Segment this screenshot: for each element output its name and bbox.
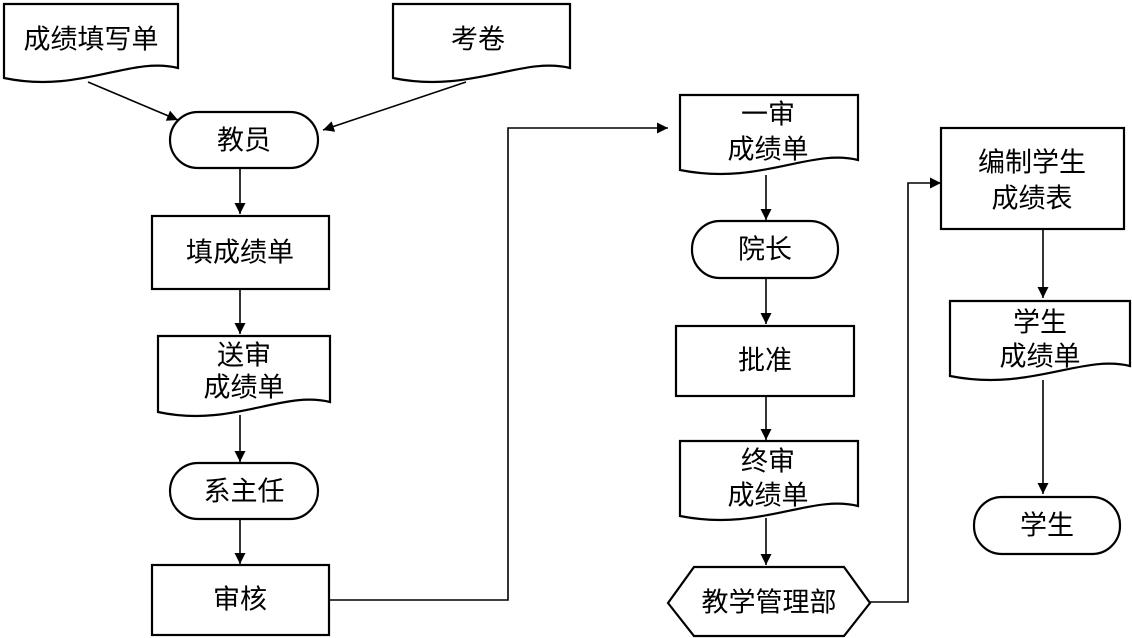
node-label-line-2: 成绩单 xyxy=(728,135,809,166)
terminator-shape xyxy=(168,461,320,521)
node-teacher: 教员 xyxy=(168,110,320,170)
edge-review-to-first-review-form xyxy=(330,122,668,601)
terminator-shape xyxy=(168,110,320,170)
node-label-line-1: 送审 xyxy=(217,341,271,372)
process-shape xyxy=(939,126,1126,231)
node-fill-form: 填成绩单 xyxy=(150,214,331,291)
document-shape xyxy=(678,93,860,175)
node-student-form: 学生 成绩单 xyxy=(948,299,1132,381)
edge-exam-paper-to-teacher xyxy=(322,81,467,132)
document-shape xyxy=(156,334,332,417)
node-score-form: 成绩填写单 xyxy=(2,2,180,83)
node-label-line-1: 终审 xyxy=(741,447,795,478)
node-label-line-2: 成绩单 xyxy=(204,373,285,404)
node-teaching-dept: 教学管理部 xyxy=(666,565,872,638)
node-label: 考卷 xyxy=(451,25,505,56)
terminator-shape xyxy=(972,495,1122,556)
node-label-line-1: 一审 xyxy=(741,100,795,131)
process-shape xyxy=(150,214,331,291)
node-label: 学生 xyxy=(1020,511,1074,542)
node-label-line-2: 成绩单 xyxy=(1000,342,1081,373)
node-final-review-form: 终审 成绩单 xyxy=(678,439,860,521)
edges xyxy=(87,81,1049,603)
process-shape xyxy=(150,563,331,637)
node-approve: 批准 xyxy=(674,324,856,398)
document-shape xyxy=(391,2,572,83)
node-exam-paper: 考卷 xyxy=(391,2,572,83)
node-label: 院长 xyxy=(738,235,792,266)
node-label-line-2: 成绩表 xyxy=(992,184,1073,215)
node-first-review-form: 一审 成绩单 xyxy=(678,93,860,175)
node-label: 批准 xyxy=(738,346,792,377)
document-shape xyxy=(2,2,180,83)
node-label: 填成绩单 xyxy=(186,238,294,269)
edge-score-form-to-teacher xyxy=(87,81,179,121)
node-label: 成绩填写单 xyxy=(24,25,159,56)
node-dean: 院长 xyxy=(690,219,840,280)
node-label: 教员 xyxy=(217,126,271,157)
node-label-line-1: 编制学生 xyxy=(978,148,1086,179)
node-label: 审核 xyxy=(213,585,267,616)
hexagon-shape xyxy=(666,565,872,638)
node-label-line-1: 学生 xyxy=(1013,308,1067,339)
terminator-shape xyxy=(690,219,840,280)
node-dept-head: 系主任 xyxy=(168,461,320,521)
node-review: 审核 xyxy=(150,563,331,637)
node-label-line-2: 成绩单 xyxy=(728,481,809,512)
node-submit-form: 送审 成绩单 xyxy=(156,334,332,417)
document-shape xyxy=(678,439,860,521)
process-shape xyxy=(674,324,856,398)
document-shape xyxy=(948,299,1132,381)
edge-teaching-dept-to-compile-table xyxy=(868,177,941,603)
node-student: 学生 xyxy=(972,495,1122,556)
node-compile-table: 编制学生 成绩表 xyxy=(939,126,1126,231)
node-label: 系主任 xyxy=(204,477,285,508)
node-label: 教学管理部 xyxy=(702,588,837,619)
